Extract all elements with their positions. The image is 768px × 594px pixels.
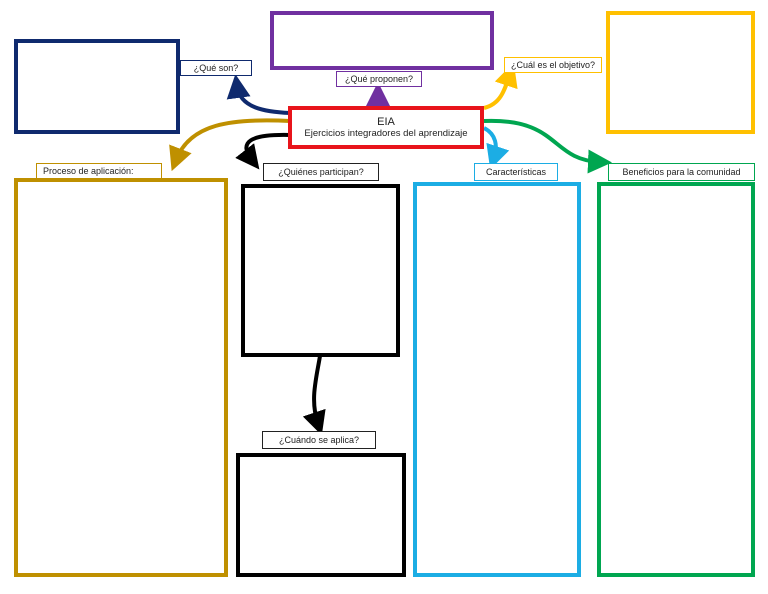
que-proponen-box[interactable]	[270, 11, 494, 70]
arrow-beneficios	[483, 118, 612, 174]
proceso-box[interactable]	[14, 178, 228, 577]
que-son-box[interactable]	[14, 39, 180, 134]
center-subtitle: Ejercicios integradores del aprendizaje	[304, 127, 468, 139]
arrow-quienes	[235, 132, 291, 170]
quienes-box[interactable]	[241, 184, 400, 357]
que-son-label: ¿Qué son?	[180, 60, 252, 76]
caracteristicas-label: Características	[474, 163, 558, 181]
beneficios-label: Beneficios para la comunidad	[608, 163, 755, 181]
que-proponen-label: ¿Qué proponen?	[336, 71, 422, 87]
arrow-cuando	[302, 355, 326, 436]
center-concept-box: EIA Ejercicios integradores del aprendiz…	[288, 106, 484, 149]
beneficios-box[interactable]	[597, 182, 755, 577]
quienes-label: ¿Quiénes participan?	[263, 163, 379, 181]
cuando-label: ¿Cuándo se aplica?	[262, 431, 376, 449]
center-title: EIA	[377, 115, 395, 128]
objetivo-label: ¿Cuál es el objetivo?	[504, 57, 602, 73]
cuando-box[interactable]	[236, 453, 406, 577]
arrow-objetivo	[483, 62, 518, 110]
objetivo-box[interactable]	[606, 11, 755, 134]
caracteristicas-box[interactable]	[413, 182, 581, 577]
proceso-label: Proceso de aplicación:	[36, 163, 162, 179]
arrow-proceso	[169, 118, 291, 172]
arrow-que-son	[226, 74, 291, 115]
arrow-caracteristicas	[482, 126, 510, 170]
